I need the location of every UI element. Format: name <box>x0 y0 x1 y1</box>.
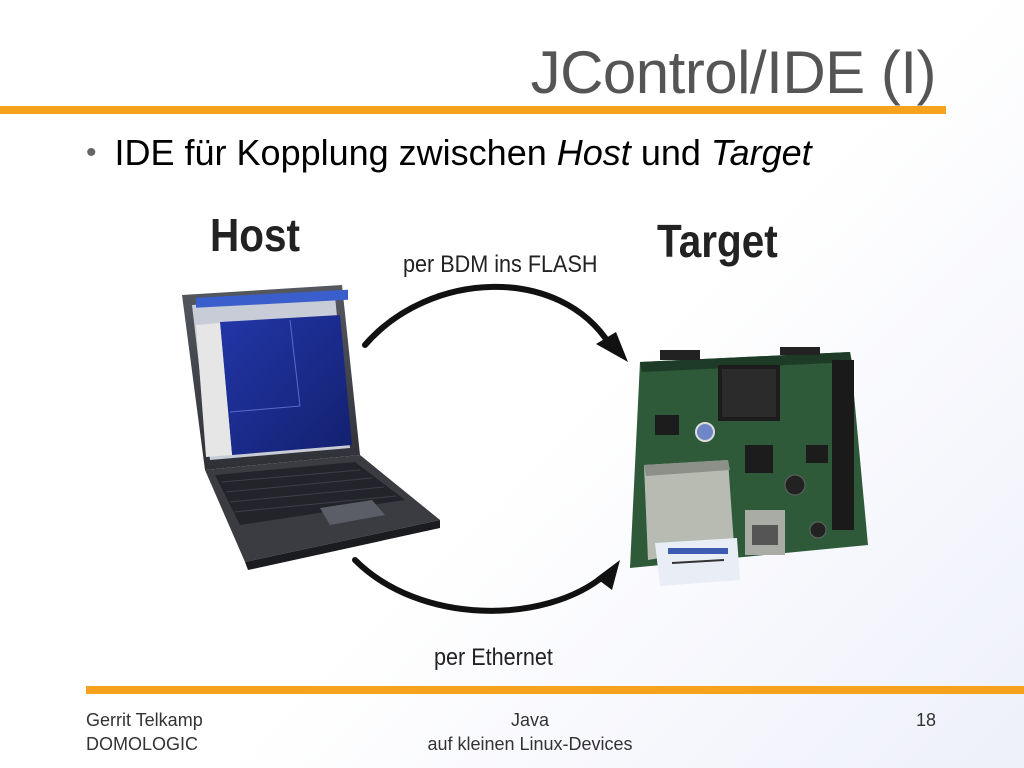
page-number: 18 <box>915 710 936 730</box>
slide-title: JControl/IDE (I) <box>530 39 937 106</box>
bullet-marker: • <box>86 136 97 169</box>
host-label: Host <box>210 209 300 261</box>
bullet-prefix: IDE für Kopplung zwischen <box>114 132 547 173</box>
footer-company: DOMOLOGIC <box>86 734 199 754</box>
ethernet-arrow <box>352 557 620 614</box>
footer-subtopic: auf kleinen Linux-Devices <box>427 734 633 754</box>
top-arrow-label: per BDM ins FLASH <box>403 251 598 278</box>
bullet-item: • IDE für Kopplung zwischen Host und Targ… <box>86 132 812 174</box>
bullet-target-word: Target <box>710 132 812 173</box>
footer-author-name: Gerrit Telkamp <box>86 710 203 730</box>
bdm-flash-arrow <box>362 283 628 362</box>
footer-center: Java auf kleinen Linux-Devices <box>400 708 660 756</box>
target-board-image <box>630 347 868 586</box>
target-label: Target <box>657 215 778 267</box>
footer-author: Gerrit Telkamp DOMOLOGIC <box>86 708 203 756</box>
bottom-arrow-label: per Ethernet <box>434 644 553 671</box>
bullet-connector: und <box>640 132 701 173</box>
laptop-image <box>182 285 440 570</box>
bullet-host-word: Host <box>556 132 631 173</box>
title-divider <box>0 106 946 114</box>
footer-divider <box>86 686 1024 694</box>
footer-topic: Java <box>510 710 550 730</box>
